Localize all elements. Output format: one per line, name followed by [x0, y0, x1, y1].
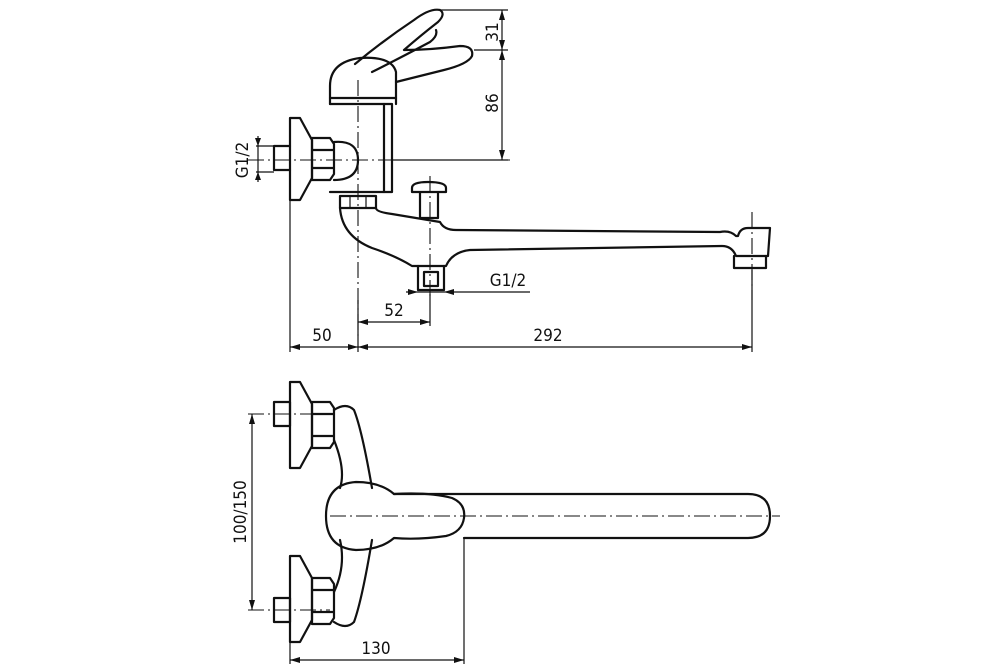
- lever-handle: [353, 8, 474, 84]
- spout-top: [392, 492, 772, 540]
- dim-label-inlet-thread: G1/2: [233, 142, 253, 178]
- lower-hex-nut: [310, 576, 336, 626]
- upper-hex-nut: [310, 400, 336, 450]
- eccentric-connector: [332, 140, 360, 182]
- inlet-stub: [272, 144, 292, 172]
- diverter-knob: [410, 180, 448, 220]
- valve-body: [328, 102, 394, 194]
- lower-wall-flange: [288, 554, 314, 644]
- dim-label-body-height: 86: [483, 93, 503, 112]
- aerator: [732, 254, 768, 270]
- upper-inlet-stub: [272, 400, 292, 428]
- dim-label-wall-offset: 50: [312, 326, 331, 346]
- dim-arrows-31: [499, 10, 505, 50]
- handle-cap: [328, 56, 398, 106]
- lower-inlet-stub: [272, 596, 292, 624]
- crossbody: [332, 404, 374, 628]
- handle-top: [324, 480, 466, 552]
- top-view: 100/150 130: [231, 380, 780, 664]
- wall-flange: [288, 116, 314, 202]
- dim-label-inlet-spacing: 100/150: [231, 480, 251, 544]
- upper-wall-flange: [288, 380, 314, 470]
- dim-label-outlet-thread: G1/2: [490, 271, 526, 291]
- pivot-hatch: [349, 196, 367, 208]
- hex-nut: [310, 136, 336, 182]
- side-view: 31 86 G1/2 G1/2 52 50 292: [233, 8, 772, 352]
- dim-label-diverter-offset: 52: [384, 301, 403, 321]
- dim-arrows-thread-outlet: [408, 289, 454, 295]
- lever-handle-inner: [370, 28, 438, 74]
- spout: [338, 206, 772, 268]
- dim-label-total-depth: 130: [361, 639, 390, 659]
- dim-label-handle-height: 31: [483, 22, 503, 41]
- dim-label-spout-reach: 292: [533, 326, 562, 346]
- outlet-connector: [416, 264, 446, 292]
